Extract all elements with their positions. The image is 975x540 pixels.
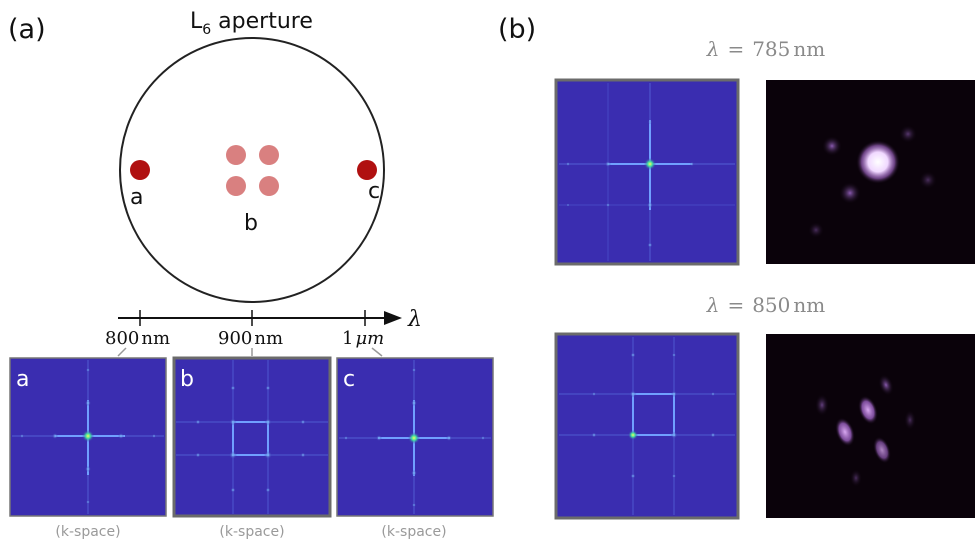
panel-b-label: (b) (498, 14, 536, 45)
kspace-thumb-b: b (172, 356, 332, 518)
thumb-a-caption: (k-space) (55, 524, 120, 540)
thumb-b-letter: b (180, 367, 194, 392)
kspace-thumb-a: a (9, 357, 167, 517)
connector-a (117, 347, 127, 357)
thumb-c-letter: c (343, 367, 355, 392)
aperture-circle (119, 37, 385, 303)
kspace-thumb-c: c (336, 357, 494, 517)
thumb-b-caption: (k-space) (219, 524, 284, 540)
point-a-dot (130, 160, 150, 180)
point-b-label: b (244, 211, 258, 236)
row1-kspace-image (554, 78, 740, 266)
panel-a-label: (a) (8, 14, 46, 45)
thumb-c-caption: (k-space) (381, 524, 446, 540)
row1-camera-image (766, 80, 975, 264)
point-c-label: c (368, 179, 380, 204)
point-b-dot-1 (226, 145, 246, 165)
row2-kspace-image (554, 332, 740, 520)
point-b-dot-4 (259, 176, 279, 196)
connector-c (371, 347, 383, 357)
aperture-title: L6 aperture (190, 9, 313, 38)
axis-arrowhead (384, 311, 402, 325)
point-c-dot (357, 160, 377, 180)
point-a-label: a (130, 185, 143, 210)
point-b-dot-3 (226, 176, 246, 196)
thumb-a-letter: a (16, 367, 29, 392)
row2-camera-image (766, 334, 975, 518)
axis-lambda-label: λ (407, 307, 422, 332)
point-b-dot-2 (259, 145, 279, 165)
